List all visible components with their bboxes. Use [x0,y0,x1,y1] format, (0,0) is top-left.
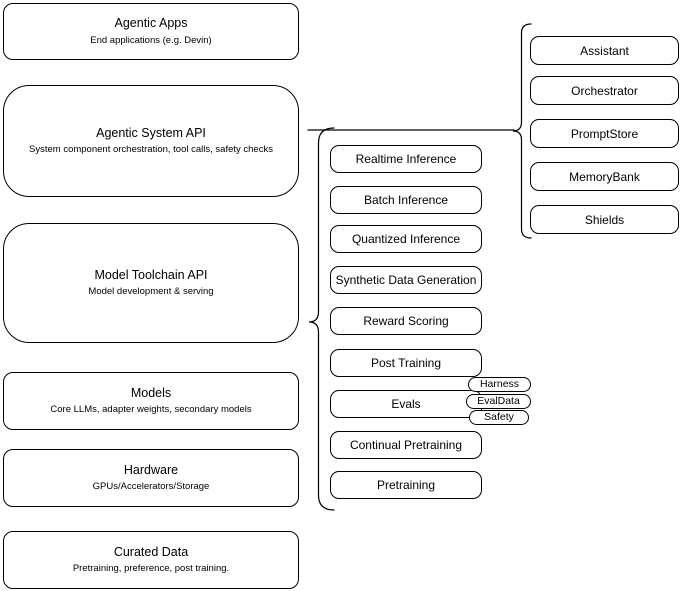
node-label: Pretraining [376,478,436,492]
node-label: Batch Inference [363,193,449,207]
node-agentic-apps: Agentic Apps End applications (e.g. Devi… [3,3,299,60]
node-models: Models Core LLMs, adapter weights, secon… [3,372,299,430]
node-post-training: Post Training [330,349,482,377]
node-label: Evals [391,397,421,411]
node-title: Agentic System API [96,125,206,140]
node-label: Orchestrator [571,83,638,98]
pill-safety: Safety [469,410,529,425]
node-subtitle: Core LLMs, adapter weights, secondary mo… [50,404,252,416]
node-hardware: Hardware GPUs/Accelerators/Storage [3,449,299,507]
node-subtitle: Pretraining, preference, post training. [72,563,230,575]
node-agentic-system-api: Agentic System API System component orch… [3,85,299,197]
node-label: MemoryBank [569,169,640,184]
node-model-toolchain-api: Model Toolchain API Model development & … [3,223,299,343]
pill-harness: Harness [468,377,531,392]
node-quantized-inference: Quantized Inference [330,225,482,253]
node-label: Continual Pretraining [349,438,463,452]
node-title: Model Toolchain API [94,267,208,282]
node-synthetic-data-generation: Synthetic Data Generation [330,266,482,294]
pill-label: Safety [484,411,514,424]
pill-evaldata: EvalData [466,394,531,409]
node-label: Assistant [580,43,629,58]
node-subtitle: GPUs/Accelerators/Storage [92,481,210,493]
node-memorybank: MemoryBank [530,162,679,191]
node-batch-inference: Batch Inference [330,186,482,214]
node-shields: Shields [530,205,679,234]
node-label: Reward Scoring [363,314,449,328]
node-continual-pretraining: Continual Pretraining [330,431,482,459]
pill-label: Harness [479,378,520,391]
node-assistant: Assistant [530,36,679,65]
node-label: Synthetic Data Generation [335,273,477,287]
node-title: Hardware [123,462,179,477]
node-subtitle: System component orchestration, tool cal… [29,144,273,156]
node-label: Quantized Inference [351,232,461,246]
node-label: PromptStore [570,126,639,141]
node-label: Realtime Inference [355,152,457,166]
node-evals: Evals [330,390,482,418]
node-subtitle: Model development & serving [88,286,214,298]
system-group-brace [512,23,532,239]
node-label: Post Training [370,356,442,370]
node-subtitle: End applications (e.g. Devin) [90,34,212,46]
node-orchestrator: Orchestrator [530,76,679,105]
node-title: Models [130,385,172,400]
node-title: Agentic Apps [114,16,188,31]
node-realtime-inference: Realtime Inference [330,145,482,173]
node-label: Shields [584,212,625,227]
node-promptstore: PromptStore [530,119,679,148]
node-title: Curated Data [113,544,189,559]
pill-label: EvalData [477,395,520,408]
node-reward-scoring: Reward Scoring [330,307,482,335]
node-curated-data: Curated Data Pretraining, preference, po… [3,531,299,589]
node-pretraining: Pretraining [330,471,482,499]
